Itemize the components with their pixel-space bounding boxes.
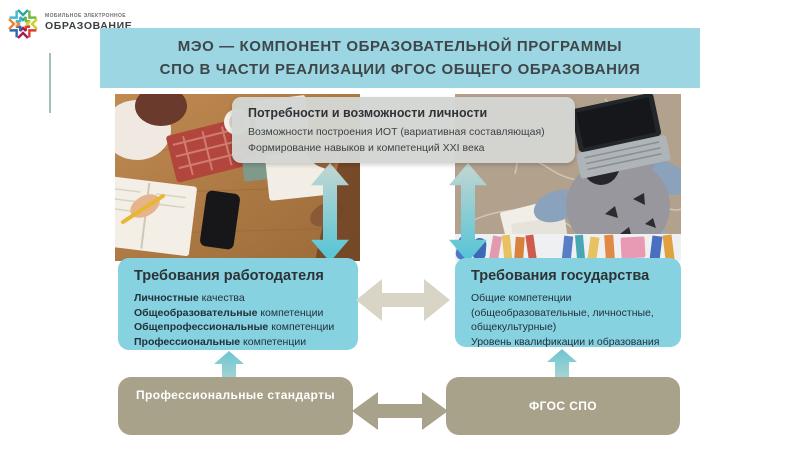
state-box-item: (общеобразовательные, личностные, [471,306,654,319]
employer-requirements-box: Требования работодателя Личностные качес… [118,258,358,350]
fgos-spo-box: ФГОС СПО [446,377,680,435]
professional-standards-box: Профессиональные стандарты [118,377,353,435]
logo-starburst-icon [8,9,38,39]
needs-box-item: Формирование навыков и компетенций XXI в… [248,142,485,155]
slide-title-bar: МЭО — КОМПОНЕНТ ОБРАЗОВАТЕЛЬНОЙ ПРОГРАММ… [100,28,700,88]
slide-title-line-1: МЭО — КОМПОНЕНТ ОБРАЗОВАТЕЛЬНОЙ ПРОГРАММ… [177,37,623,55]
slide-title-line-2: СПО В ЧАСТИ РЕАЛИЗАЦИИ ФГОС ОБЩЕГО ОБРАЗ… [159,61,641,78]
logo-subtitle: МОБИЛЬНОЕ ЭЛЕКТРОННОЕ [45,13,127,19]
needs-box-item: Возможности построения ИОТ (вариативная … [248,126,545,138]
up-arrow-left [214,351,244,382]
up-arrow-right [547,349,577,380]
double-arrow-vertical-left [311,163,349,262]
double-arrow-vertical-right [449,163,487,262]
double-arrow-horizontal-bottom [352,392,448,430]
state-box-title: Требования государства [471,268,650,284]
state-box-item: Общие компетенции [471,292,572,304]
employer-box-title: Требования работодателя [134,268,324,284]
professional-standards-label: Профессиональные стандарты [135,388,336,402]
double-arrow-horizontal-middle [356,279,450,321]
employer-box-item: Общепрофессиональные компетенции [134,321,335,334]
state-requirements-box: Требования государства Общие компетенции… [455,258,681,349]
employer-box-item: Личностные качества [134,292,245,304]
state-box-item: общекультурные) [471,321,557,334]
state-box-item: Уровень квалификации и образования [471,336,660,349]
needs-box-title: Потребности и возможности личности [248,106,488,120]
logo: МОБИЛЬНОЕ ЭЛЕКТРОННОЕ ОБРАЗОВАНИЕ [5,6,132,42]
fgos-spo-label: ФГОС СПО [528,399,598,413]
employer-box-item: Профессиональные компетенции [134,336,307,349]
accent-line [49,53,51,113]
employer-box-item: Общеобразовательные компетенции [134,306,324,319]
needs-box: Потребности и возможности личности Возмо… [232,97,575,163]
